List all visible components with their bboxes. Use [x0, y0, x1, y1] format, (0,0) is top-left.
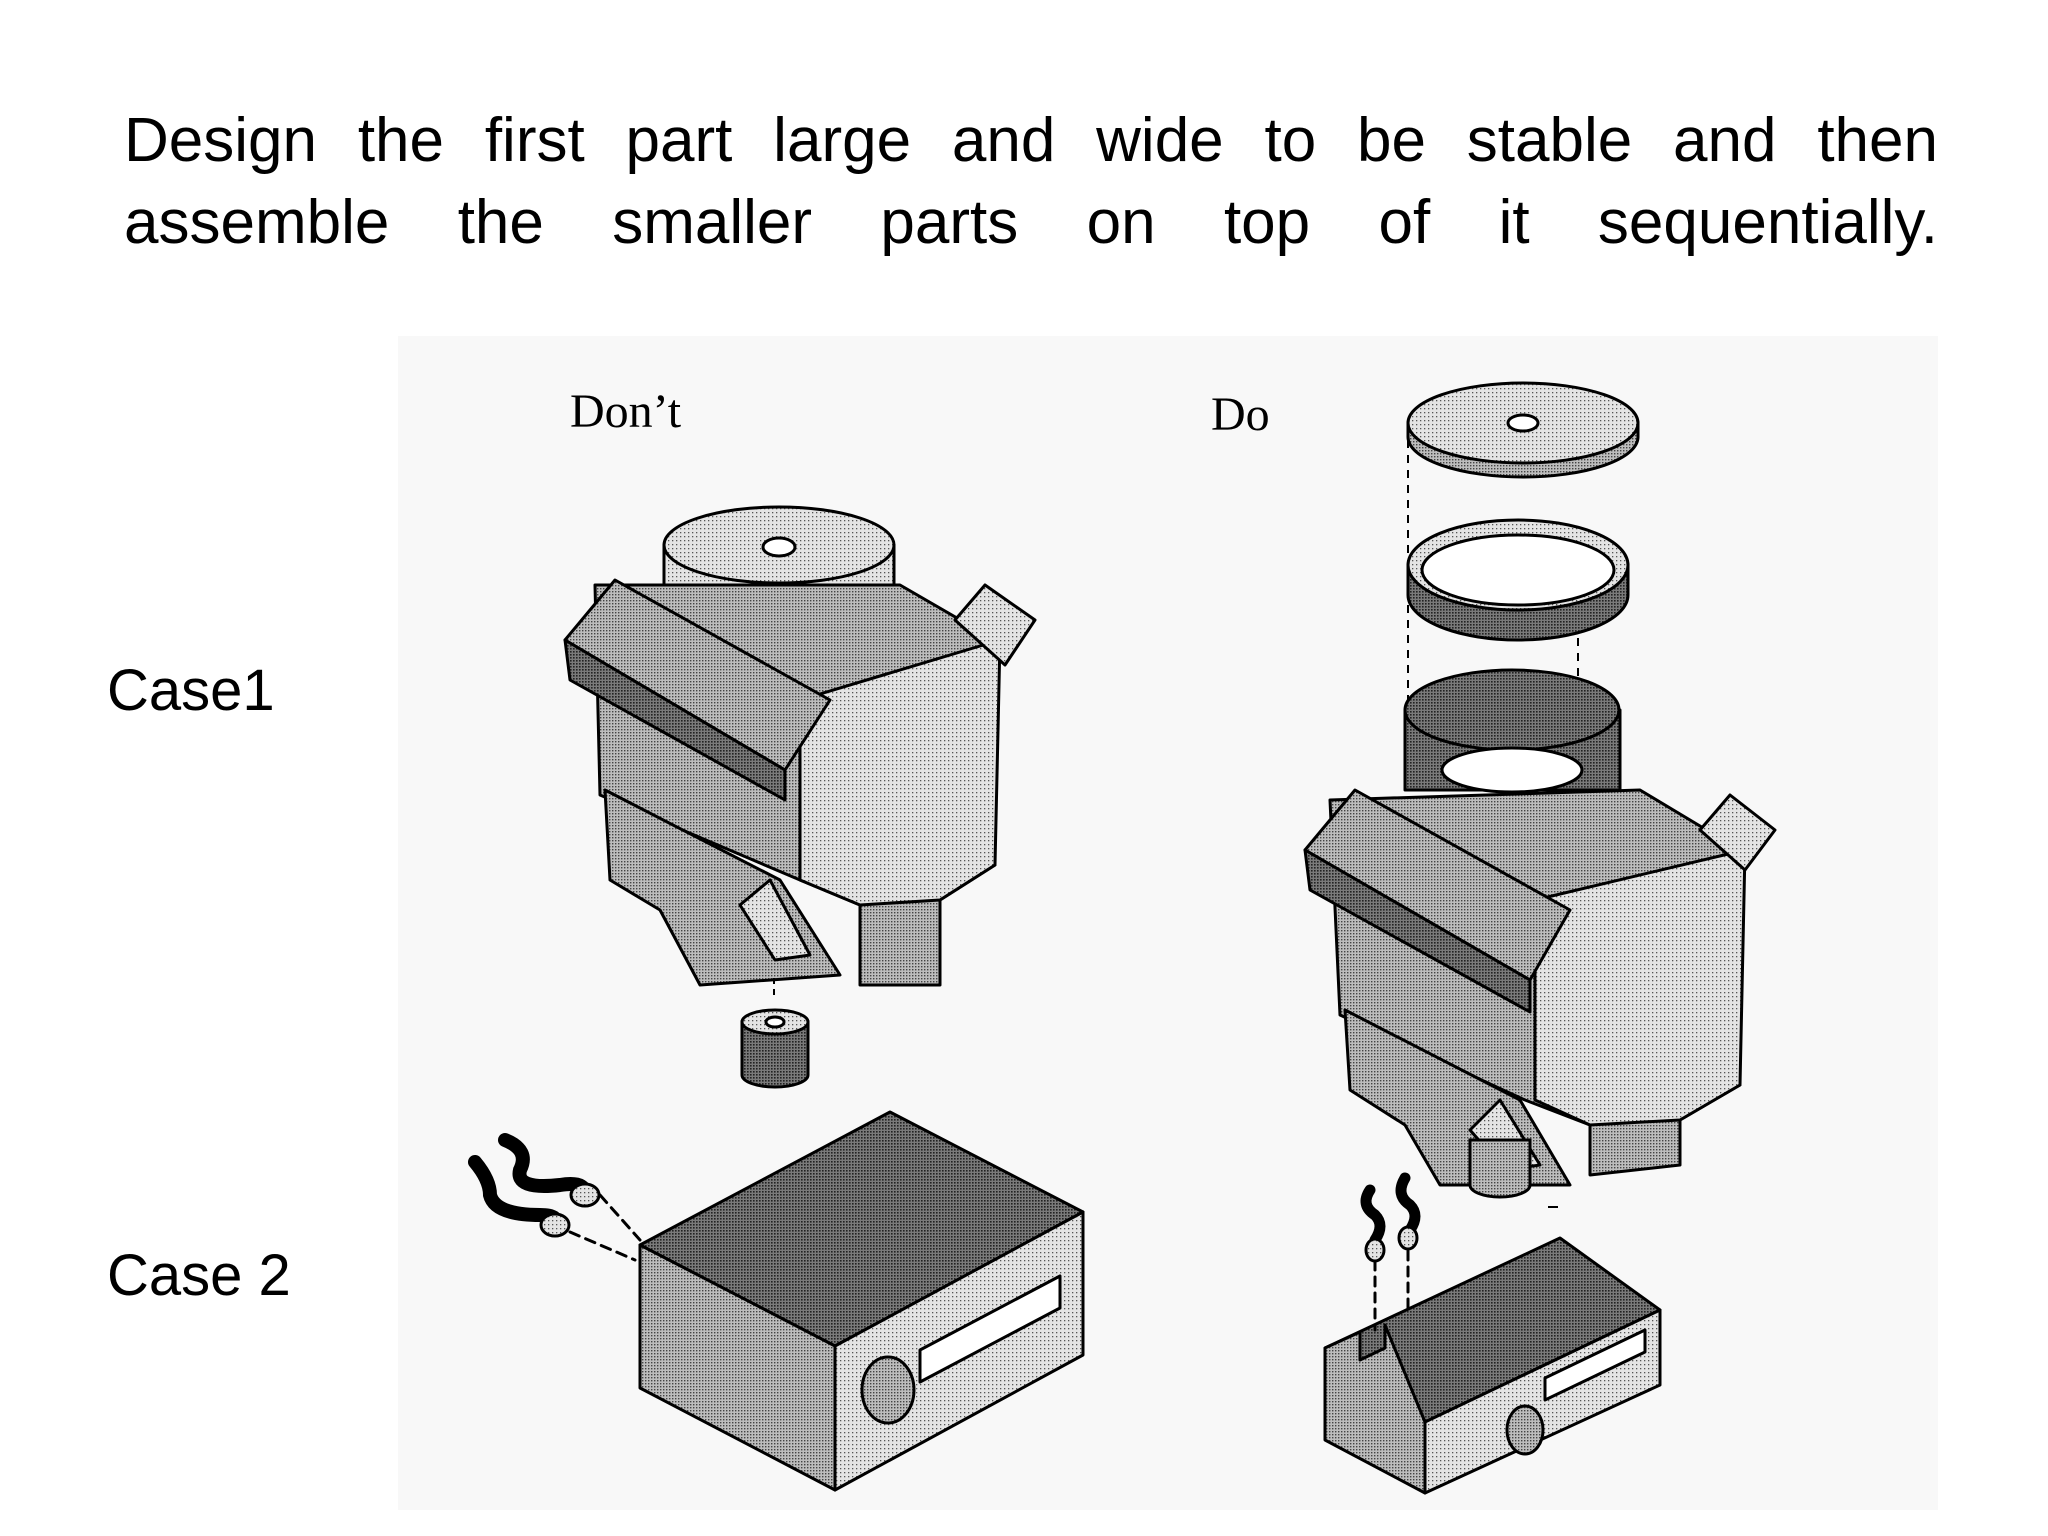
do-small-cylinder: [1468, 1138, 1532, 1199]
dont-control-box: [638, 1110, 1085, 1492]
do-cable-connectors: [1364, 1225, 1419, 1263]
do-hopper: [1303, 668, 1777, 1187]
title-line-1: Design the first part large and wide to …: [124, 106, 1938, 175]
do-cables: [1360, 1172, 1421, 1332]
do-ring: [1406, 518, 1630, 642]
case2-label: Case 2: [107, 1243, 291, 1308]
dont-small-cylinder: [740, 1008, 810, 1089]
case1-label: Case1: [107, 658, 275, 723]
slide-title: Design the first part large and wide to …: [124, 100, 1938, 264]
do-control-box: [1323, 1236, 1662, 1495]
do-top-lid: [1406, 381, 1640, 479]
dont-hopper-assembly: [563, 505, 1037, 987]
dont-label: Don’t: [570, 385, 682, 438]
do-label: Do: [1211, 388, 1270, 441]
dont-cable-connectors: [539, 1182, 601, 1238]
title-line-2: assemble the smaller parts on top of it …: [124, 188, 1938, 257]
